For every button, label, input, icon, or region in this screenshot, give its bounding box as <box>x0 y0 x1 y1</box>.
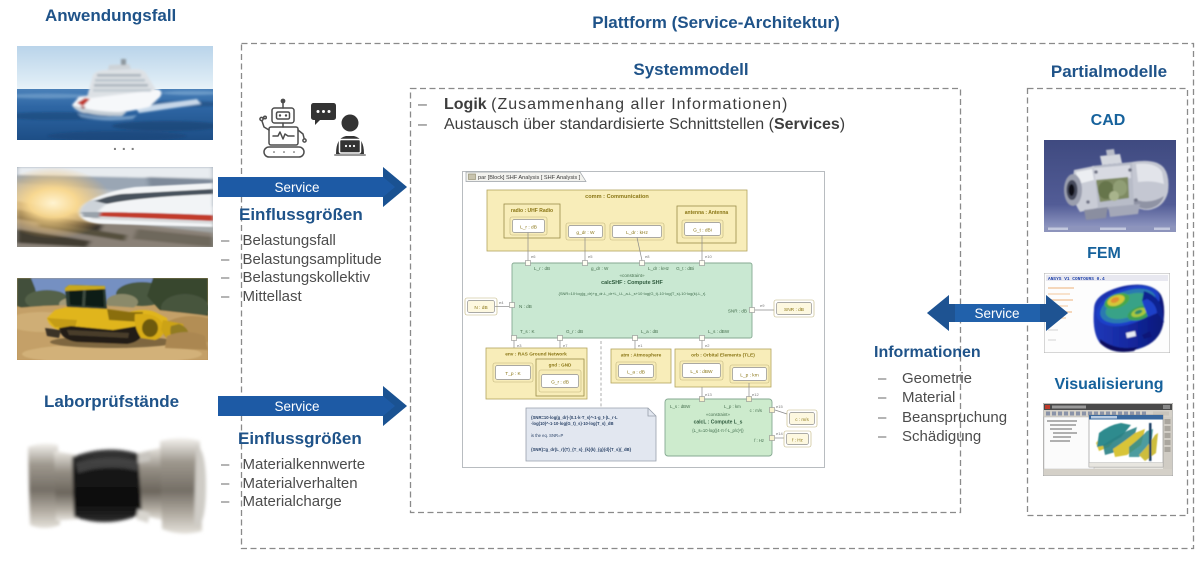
svg-text:e7: e7 <box>563 343 568 348</box>
svg-text:G_r : dB: G_r : dB <box>551 380 569 386</box>
svg-text:e4: e4 <box>499 300 504 305</box>
svg-text:e8: e8 <box>645 254 650 259</box>
svg-text:c : m/s: c : m/s <box>795 417 809 422</box>
svg-text:Service: Service <box>274 399 319 414</box>
svg-text:N : dB: N : dB <box>474 305 487 311</box>
svg-text:e15: e15 <box>776 404 783 409</box>
svg-text:gnd : GND: gnd : GND <box>549 363 572 368</box>
svg-text:e6: e6 <box>531 254 536 259</box>
svg-text:{SNR}=g_dr{L_r}(T)_{T_s}_{k}(k: {SNR}=g_dr{L_r}(T)_{T_s}_{k}(k)_{g}{d}{T… <box>531 447 632 452</box>
svg-text:comm : Communication: comm : Communication <box>585 194 649 200</box>
svg-text:G_r : dB: G_r : dB <box>566 329 583 334</box>
svg-text:calcSHF : Compute SHF: calcSHF : Compute SHF <box>601 280 663 286</box>
svg-text:atm : Atmosphere: atm : Atmosphere <box>621 353 662 359</box>
svg-text:L_s : dBW: L_s : dBW <box>690 369 713 375</box>
svg-text:«constraint»: «constraint» <box>706 412 730 417</box>
svg-text:orb : Orbital Elements (TLE): orb : Orbital Elements (TLE) <box>691 353 755 359</box>
svg-text:e14: e14 <box>776 431 783 436</box>
svg-text:g_dr : W: g_dr : W <box>591 266 609 271</box>
svg-text:e2: e2 <box>705 343 710 348</box>
svg-text:e5: e5 <box>588 254 593 259</box>
svg-text:calcL : Compute L_s: calcL : Compute L_s <box>694 420 743 426</box>
svg-text:antenna : Antenna: antenna : Antenna <box>685 210 729 216</box>
svg-text:T_s : K: T_s : K <box>520 329 535 334</box>
svg-text:N : dB: N : dB <box>519 304 532 309</box>
svg-text:{L_s=10·log((4·π·f·L_p/c)²)}: {L_s=10·log((4·π·f·L_p/c)²)} <box>692 428 744 433</box>
svg-text:g_dr : W: g_dr : W <box>576 230 595 236</box>
svg-text:env : RAS Ground Network: env : RAS Ground Network <box>505 352 567 358</box>
svg-text:c : m/s: c : m/s <box>750 408 762 413</box>
svg-text:e3: e3 <box>517 343 522 348</box>
svg-text:T_p : K: T_p : K <box>505 371 521 377</box>
svg-text:SNR : dB: SNR : dB <box>784 307 804 313</box>
svg-text:e10: e10 <box>705 254 712 259</box>
svg-text:f : Hz: f : Hz <box>754 438 764 443</box>
svg-text:e9: e9 <box>760 303 765 308</box>
svg-text:e12: e12 <box>752 392 759 397</box>
svg-text:f : Hz: f : Hz <box>792 438 803 443</box>
svg-text:{SNR=10·log(g_dr)+g_dr-L_dr+L_: {SNR=10·log(g_dr)+g_dr-L_dr+L_l-L_a-L_s+… <box>559 291 707 296</box>
svg-text:par [Block] SHF Analysis [ SHF: par [Block] SHF Analysis [ SHF Analysis … <box>478 175 581 181</box>
svg-text:L_r : dB: L_r : dB <box>534 266 550 271</box>
svg-text:is the eq. SNR=P: is the eq. SNR=P <box>531 433 563 438</box>
svg-text:e1: e1 <box>638 343 643 348</box>
svg-text:L_r : dB: L_r : dB <box>520 225 537 231</box>
svg-text:Service: Service <box>974 306 1019 321</box>
svg-text:G_t : dBi: G_t : dBi <box>676 266 694 271</box>
svg-text:L_a : dB: L_a : dB <box>641 329 658 334</box>
svg-text:«constraint»: «constraint» <box>619 273 644 278</box>
svg-text:L_s : dBW: L_s : dBW <box>670 404 691 409</box>
svg-text:{SNR=10·log(g_dr)·(0.1·k·T_s)^: {SNR=10·log(g_dr)·(0.1·k·T_s)^-1·g_t·(L_… <box>531 415 618 420</box>
svg-text:radio : UHF Radio: radio : UHF Radio <box>511 208 553 214</box>
svg-text:Service: Service <box>274 180 319 195</box>
svg-text:L_s : dBW: L_s : dBW <box>708 329 730 334</box>
svg-text:L_p : km: L_p : km <box>740 373 758 379</box>
svg-text:G_t : dBi: G_t : dBi <box>693 228 712 234</box>
svg-text:L_p : km: L_p : km <box>724 404 741 409</box>
svg-text:e13: e13 <box>705 392 712 397</box>
svg-text:·log(10)^-1·10·log(G_t)_s)·10·: ·log(10)^-1·10·log(G_t)_s)·10·log(T_s)_d… <box>531 421 613 426</box>
svg-text:L_a : dB: L_a : dB <box>627 370 645 376</box>
svg-text:SNR : dB: SNR : dB <box>728 309 747 314</box>
svg-text:ANSYS V1 CONTOURS 0.4: ANSYS V1 CONTOURS 0.4 <box>1048 276 1105 282</box>
svg-text:L_dr : kHz: L_dr : kHz <box>648 266 670 271</box>
svg-text:L_dr : kHz: L_dr : kHz <box>626 230 648 236</box>
